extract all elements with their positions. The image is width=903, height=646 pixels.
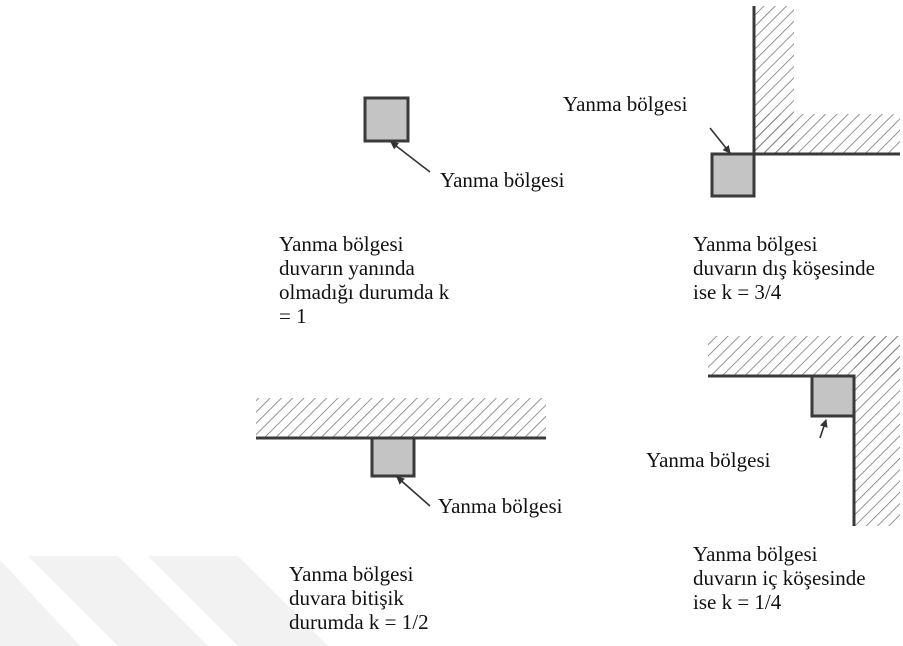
- inner-corner-diagram: [708, 336, 900, 526]
- caption-wall-adjacent: Yanma bölgesi duvara bitişik durumda k =…: [289, 562, 519, 634]
- callout-arrow: [390, 141, 431, 173]
- caption-line: Yanma bölgesi: [289, 562, 414, 586]
- caption-line: olmadığı durumda k: [279, 280, 450, 304]
- callout-label-inner-corner: Yanma bölgesi: [646, 448, 771, 472]
- caption-free-standing: Yanma bölgesi duvarın yanında olmadığı d…: [279, 232, 509, 328]
- burner-square: [370, 436, 416, 478]
- callout-arrow: [709, 127, 731, 154]
- caption-inner-corner: Yanma bölgesi duvarın iç köşesinde ise k…: [693, 542, 903, 614]
- burner-square: [363, 96, 410, 143]
- outer-corner-diagram: [709, 6, 900, 198]
- callout-arrow: [819, 419, 828, 439]
- callout-label-wall-adjacent: Yanma bölgesi: [438, 494, 563, 518]
- caption-line: durumda k = 1/2: [289, 610, 429, 634]
- caption-line: ise k = 1/4: [693, 590, 782, 614]
- watermark-stripes: [0, 556, 328, 646]
- wall-hatch-vertical: [854, 336, 900, 526]
- caption-outer-corner: Yanma bölgesi duvarın dış köşesinde ise …: [693, 232, 903, 304]
- caption-line: ise k = 3/4: [693, 280, 782, 304]
- caption-line: Yanma bölgesi: [279, 232, 404, 256]
- caption-line: duvarın dış köşesinde: [693, 256, 875, 280]
- caption-line: Yanma bölgesi: [693, 542, 818, 566]
- caption-line: duvarın iç köşesinde: [693, 566, 866, 590]
- caption-line: duvara bitişik: [289, 586, 404, 610]
- wall-adjacent-diagram: [256, 398, 546, 507]
- caption-line: = 1: [279, 304, 307, 328]
- burner-square: [810, 374, 856, 418]
- callout-label-free-standing: Yanma bölgesi: [440, 168, 565, 192]
- wall-hatch: [256, 398, 546, 438]
- wall-hatch-horizontal: [754, 114, 900, 154]
- callout-arrow: [396, 476, 431, 507]
- burner-square: [710, 152, 756, 198]
- free-standing-diagram: [363, 96, 431, 173]
- caption-line: Yanma bölgesi: [693, 232, 818, 256]
- callout-label-outer-corner: Yanma bölgesi: [563, 92, 688, 116]
- caption-line: duvarın yanında: [279, 256, 415, 280]
